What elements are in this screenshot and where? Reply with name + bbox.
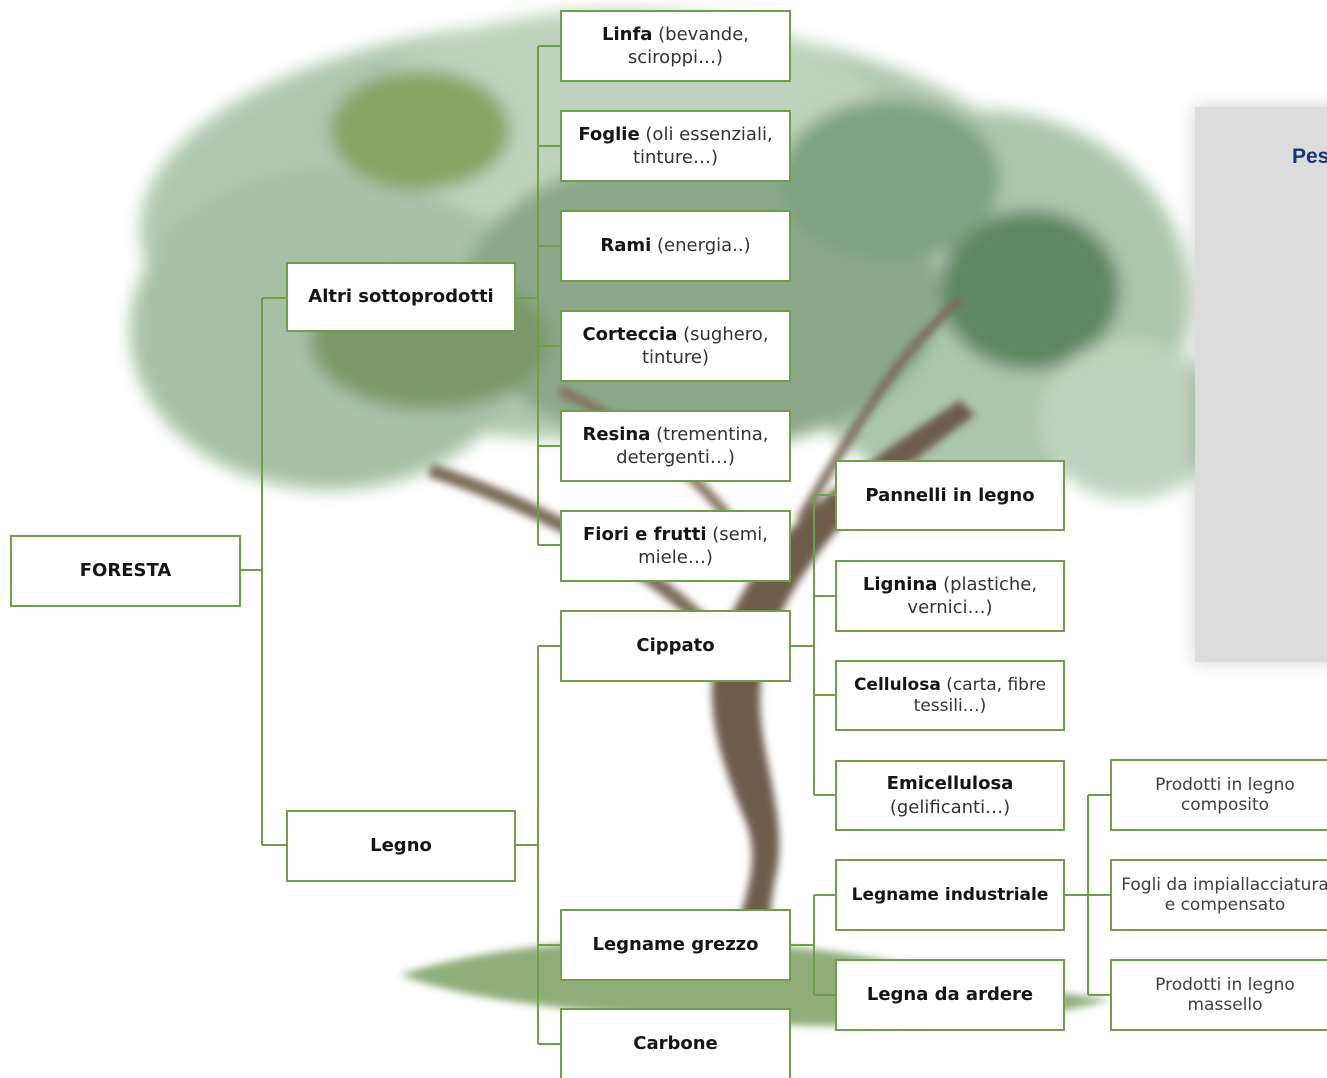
node-resina: Resina (trementina, detergenti…) [560,410,791,482]
side-note-text: Pes [1292,145,1327,168]
node-cellulosa: Cellulosa (carta, fibre tessili…) [835,660,1065,731]
node-pannelli-in-legno: Pannelli in legno [835,460,1065,531]
node-corteccia: Corteccia (sughero, tinture) [560,310,791,382]
node-lignina: Lignina (plastiche, vernici…) [835,560,1065,632]
connector-altri-trunk [515,46,539,545]
node-foresta: FORESTA [10,535,241,607]
connector-legno-trunk [515,646,539,1044]
node-foglie: Foglie (oli essenziali, tinture…) [560,110,791,182]
connector-grezzo-trunk [789,895,815,995]
node-legname-industriale: Legname industriale [835,859,1065,931]
side-note-panel: Pes [1195,107,1327,662]
connector-foresta-trunk [240,298,263,845]
connector-industriale-trunk [1064,795,1089,995]
node-legno: Legno [286,810,516,882]
node-prodotti-legno-composito: Prodotti in legno composito [1110,759,1327,831]
node-altri-sottoprodotti: Altri sottoprodotti [286,262,516,332]
node-rami: Rami (energia..) [560,210,791,282]
node-legna-da-ardere: Legna da ardere [835,959,1065,1031]
node-linfa: Linfa (bevande, sciroppi…) [560,10,791,82]
node-fiori-e-frutti: Fiori e frutti (semi, miele…) [560,510,791,582]
node-emicellulosa: Emicellulosa (gelificanti…) [835,760,1065,831]
node-cippato: Cippato [560,610,791,682]
node-fogli-impiallacciatura: Fogli da impiallacciatura e compensato [1110,859,1327,931]
connector-cippato-trunk [789,495,815,795]
node-legname-grezzo: Legname grezzo [560,909,791,981]
node-prodotti-legno-massello: Prodotti in legno massello [1110,959,1327,1031]
node-carbone: Carbone [560,1008,791,1078]
